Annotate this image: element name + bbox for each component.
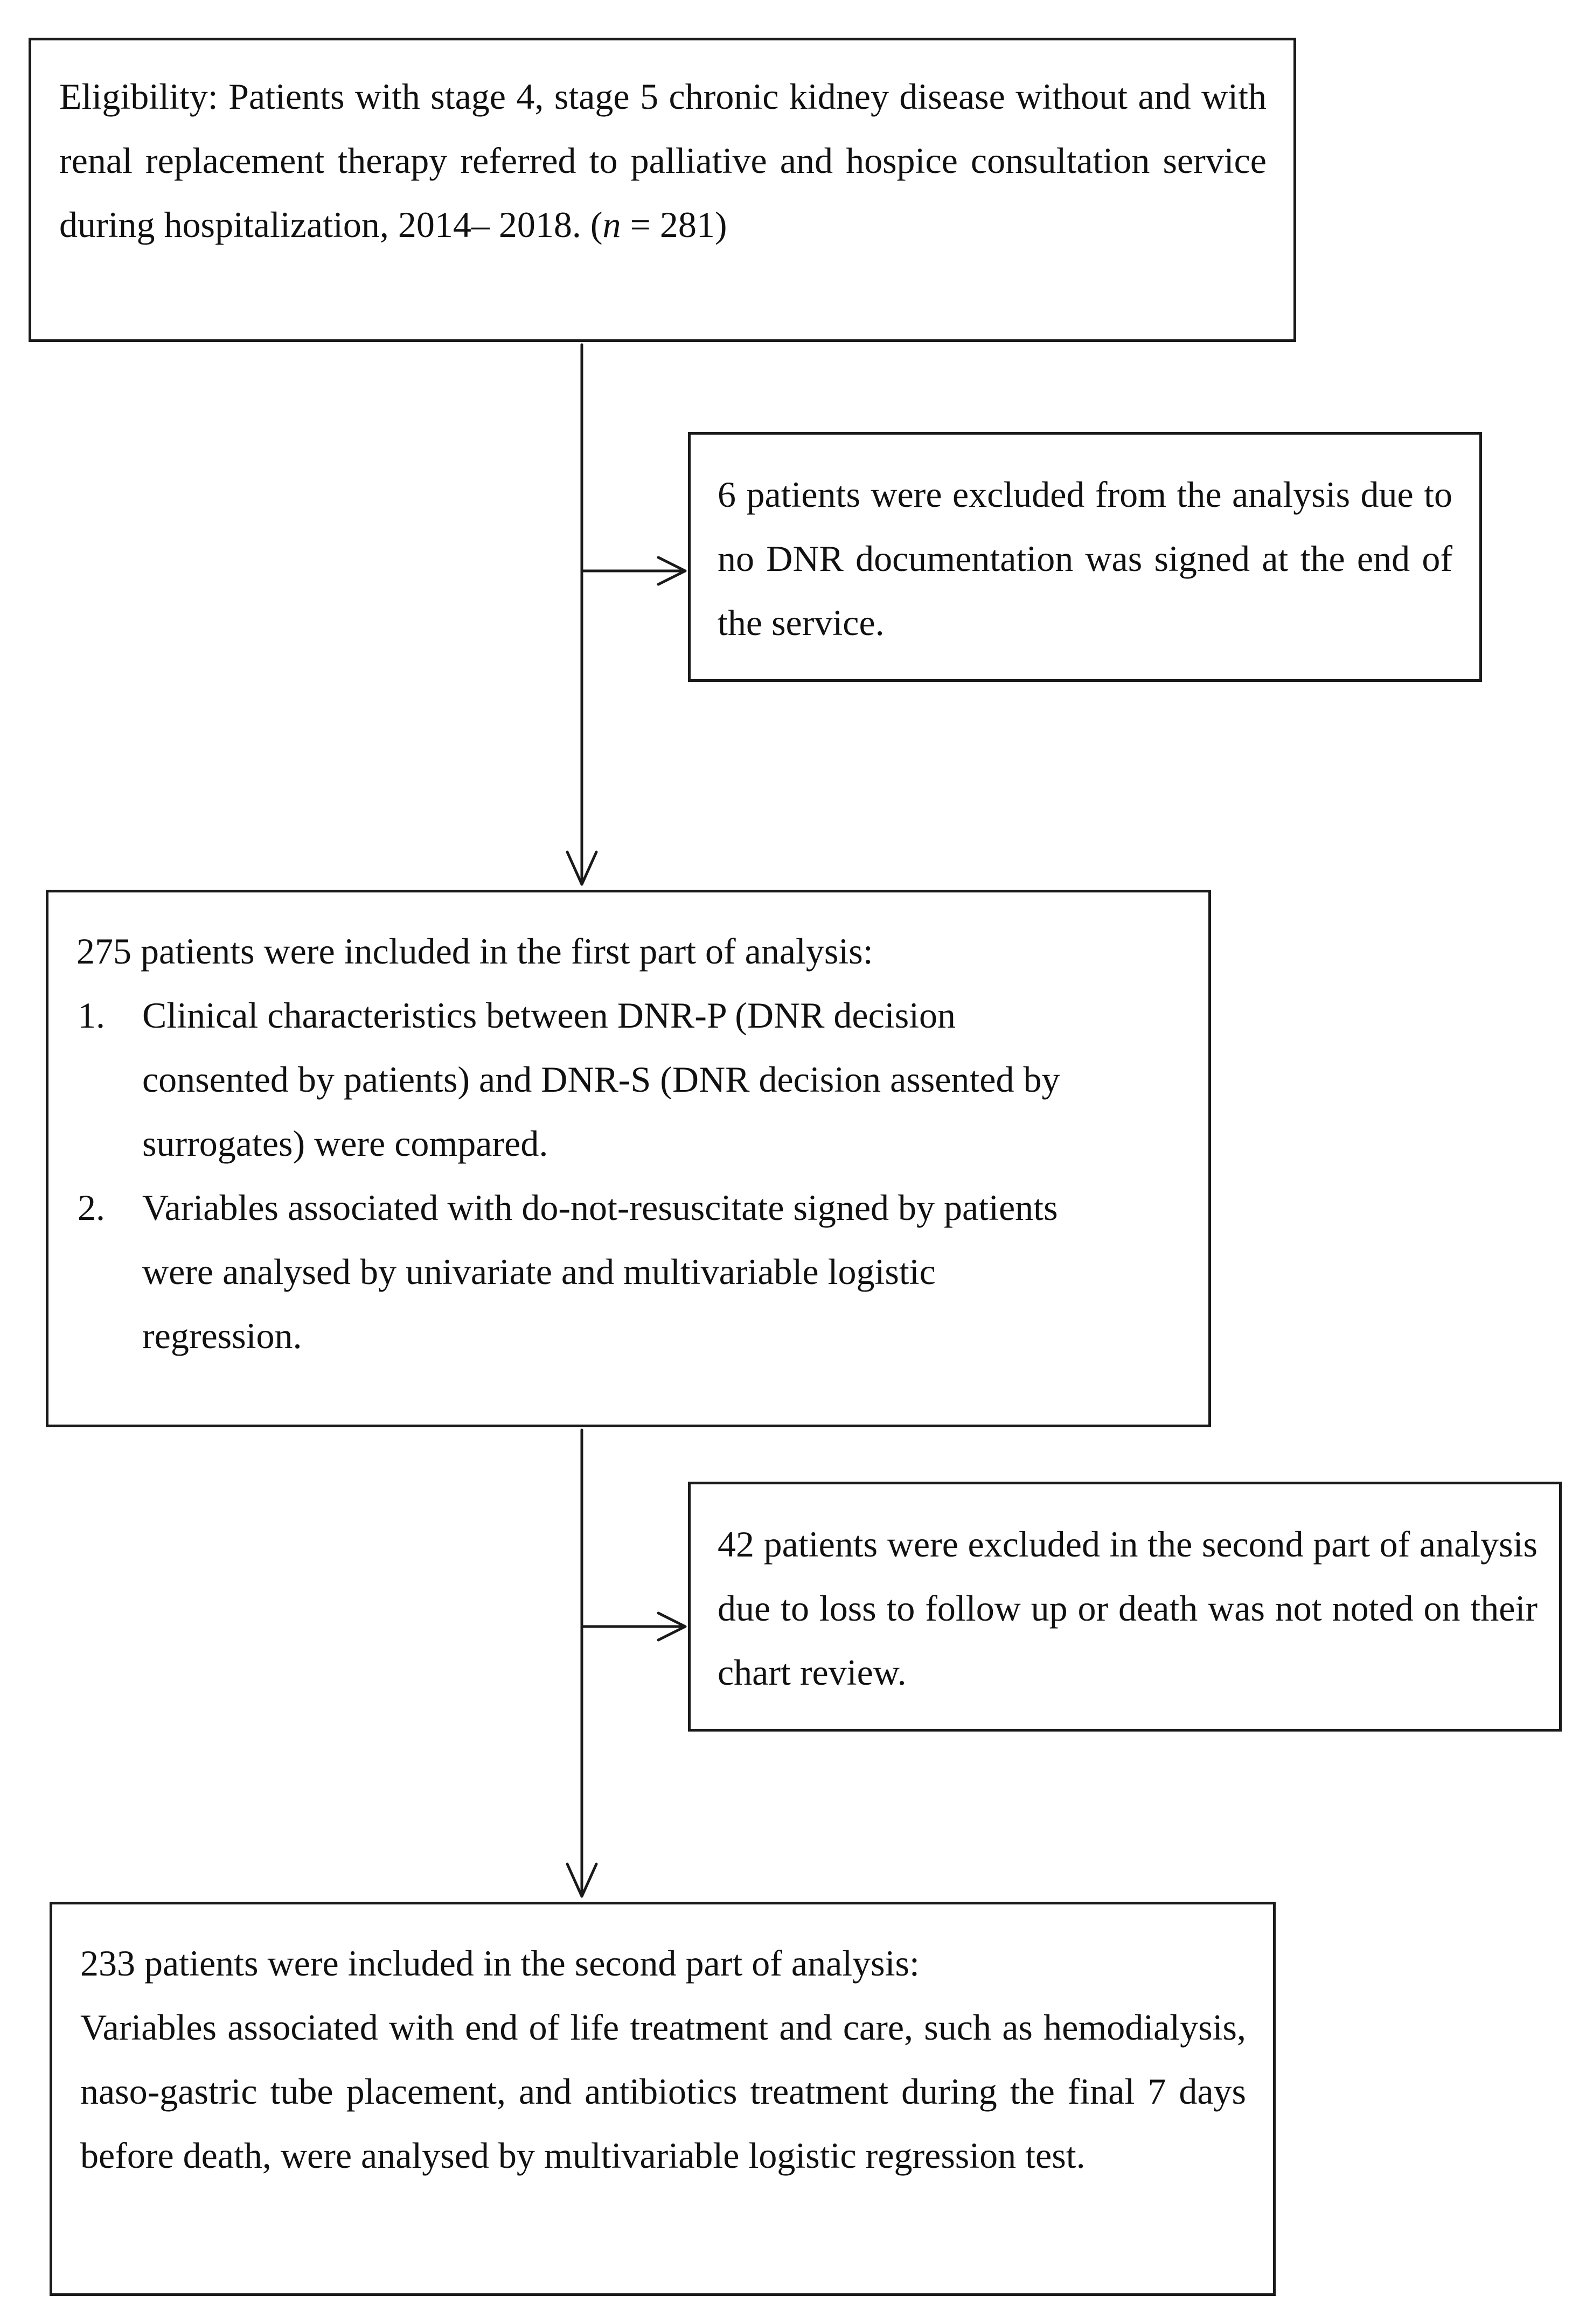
list-item-number: 2. <box>78 1187 105 1228</box>
arrowhead-included-1 <box>566 850 598 886</box>
eligibility-text: Eligibility: Patients with stage 4, stag… <box>59 65 1267 257</box>
list-item: 1. Clinical characteristics between DNR-… <box>76 983 1176 1176</box>
sample-size-symbol: n <box>602 204 621 245</box>
included-2-text: Variables associated with end of life tr… <box>80 2007 1246 2176</box>
excluded-box-2: 42 patients were excluded in the second … <box>688 1482 1562 1732</box>
included-box-1: 275 patients were included in the first … <box>46 890 1211 1427</box>
arrowhead-included-2 <box>566 1862 598 1898</box>
list-item-text: Clinical characteristics between DNR-P (… <box>142 995 1060 1164</box>
included-2-heading: 233 patients were included in the second… <box>80 1943 920 1984</box>
included-1-list: 1. Clinical characteristics between DNR-… <box>76 983 1176 1368</box>
included-box-2: 233 patients were included in the second… <box>50 1902 1276 2296</box>
included-1-heading: 275 patients were included in the first … <box>76 931 873 972</box>
arrowhead-excluded-2 <box>657 1611 687 1642</box>
list-item-text: Variables associated with do-not-resusci… <box>142 1187 1058 1356</box>
excluded-box-1: 6 patients were excluded from the analys… <box>688 432 1482 682</box>
eligibility-prefix: Eligibility: Patients with stage 4, stag… <box>59 76 1267 245</box>
excluded-2-text: 42 patients were excluded in the second … <box>718 1524 1538 1693</box>
eligibility-suffix: = 281) <box>621 204 727 245</box>
eligibility-box: Eligibility: Patients with stage 4, stag… <box>29 38 1296 342</box>
excluded-1-text: 6 patients were excluded from the analys… <box>718 474 1452 643</box>
list-item: 2. Variables associated with do-not-resu… <box>76 1176 1176 1368</box>
list-item-number: 1. <box>78 995 105 1036</box>
arrowhead-excluded-1 <box>657 556 687 586</box>
